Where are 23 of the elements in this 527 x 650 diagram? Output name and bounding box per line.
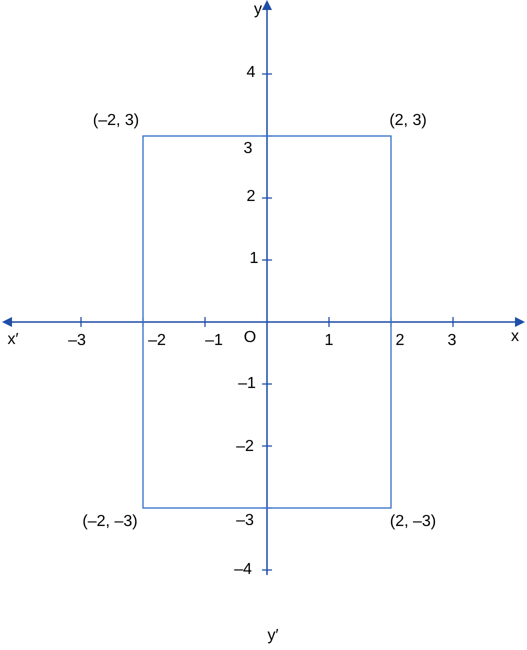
origin-label: O (244, 330, 256, 346)
point-label: (–2, –3) (82, 514, 138, 530)
tick-label: 2 (246, 189, 256, 205)
tick-label: –2 (236, 439, 254, 455)
tick-label: 2 (396, 333, 404, 349)
point-label: (2, –3) (390, 514, 436, 530)
tick-label: –1 (205, 333, 223, 349)
tick-label: –2 (148, 333, 166, 349)
point-label: (2, 3) (389, 113, 427, 129)
tick-label: 1 (250, 251, 258, 267)
axis-label: y′ (268, 628, 278, 644)
tick-label: 1 (324, 333, 334, 349)
point-label: (–2, 3) (92, 113, 140, 129)
tick-label: –1 (238, 376, 256, 392)
axis-label: x′ (8, 332, 18, 348)
axis-label: x (511, 329, 519, 345)
tick-label: –3 (236, 513, 254, 529)
tick-label: 3 (448, 333, 456, 349)
tick-label: –4 (234, 562, 252, 578)
tick-label: 3 (244, 141, 252, 157)
axis-label: y (254, 2, 262, 18)
tick-label: 4 (246, 65, 256, 81)
tick-label: –3 (68, 333, 86, 349)
